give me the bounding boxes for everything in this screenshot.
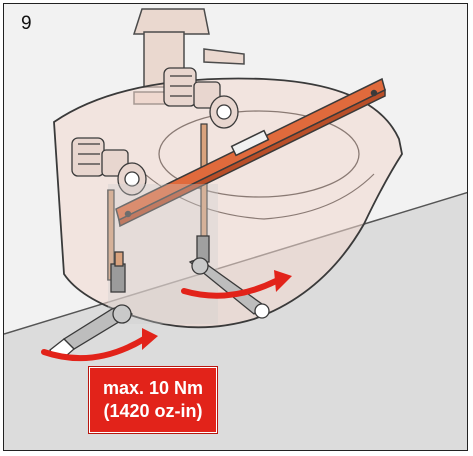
wrench-icon-right [188, 235, 270, 319]
installation-illustration [4, 4, 467, 450]
spirit-level-icon [115, 77, 386, 228]
torque-label-line-1: max. 10 Nm [102, 378, 204, 398]
torque-label: max. 10 Nm (1420 oz-in) [88, 366, 218, 434]
step-number: 9 [21, 13, 32, 34]
angle-valve-left [71, 137, 147, 196]
curved-arrow-icon [41, 278, 279, 362]
wrench-icon [49, 251, 133, 359]
arrow-heads [142, 270, 292, 350]
illustration-frame: 9 max. 10 Nm (1420 oz-in) [3, 3, 468, 451]
torque-label-line-2: (1420 oz-in) [103, 401, 203, 421]
angle-valve-right [163, 67, 239, 129]
